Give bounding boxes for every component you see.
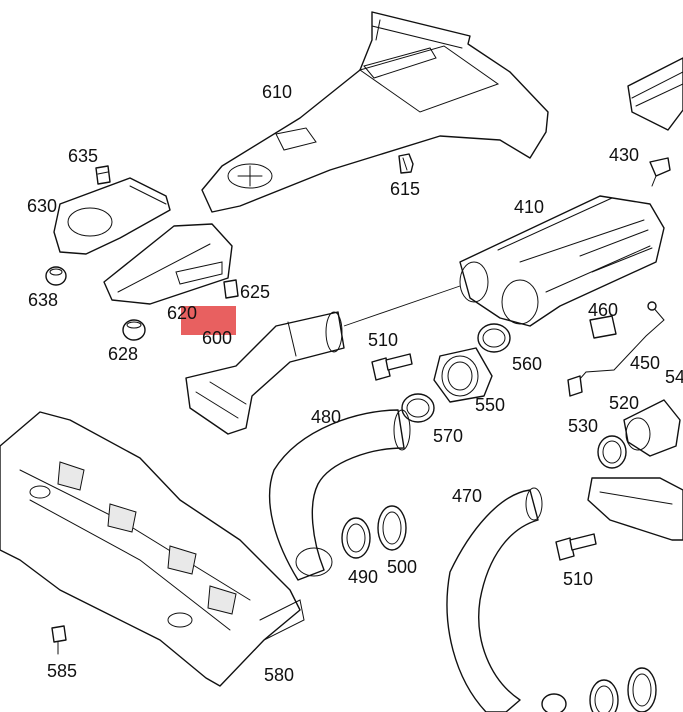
label-610[interactable]: 610 <box>262 82 293 102</box>
connector-520[interactable] <box>623 399 681 457</box>
label-625[interactable]: 625 <box>240 282 271 302</box>
label-570[interactable]: 570 <box>433 426 464 446</box>
label-490[interactable]: 490 <box>348 567 379 587</box>
clip-615[interactable] <box>398 153 414 174</box>
hose-clamp-490[interactable] <box>341 517 371 559</box>
hose-clamp-530[interactable] <box>597 435 627 469</box>
grommet-625[interactable] <box>223 279 239 299</box>
clip-585[interactable] <box>51 625 67 655</box>
hose-clamps-bottom[interactable] <box>541 667 657 712</box>
sensor-460[interactable] <box>589 315 617 339</box>
cover-620[interactable] <box>103 223 233 305</box>
engine-cover-610[interactable] <box>201 11 549 213</box>
leader-line <box>343 285 461 327</box>
hose-clamp-570[interactable] <box>401 393 435 423</box>
label-550[interactable]: 550 <box>475 395 506 415</box>
intake-duct-600[interactable] <box>185 311 345 435</box>
label-510-bottom[interactable]: 510 <box>563 569 594 589</box>
label-470[interactable]: 470 <box>452 486 483 506</box>
hose-clamp-500[interactable] <box>377 505 407 551</box>
label-460[interactable]: 460 <box>588 300 619 320</box>
label-635[interactable]: 635 <box>68 146 99 166</box>
label-628[interactable]: 628 <box>108 344 139 364</box>
connector-550[interactable] <box>433 347 493 403</box>
label-600[interactable]: 600 <box>202 328 233 348</box>
label-560[interactable]: 560 <box>512 354 543 374</box>
underbody-panel-580[interactable] <box>0 411 305 687</box>
grommet-638[interactable] <box>45 266 67 286</box>
label-630[interactable]: 630 <box>27 196 58 216</box>
hose-clamp-560[interactable] <box>477 323 511 353</box>
label-520[interactable]: 520 <box>609 393 640 413</box>
label-510-top[interactable]: 510 <box>368 330 399 350</box>
label-410[interactable]: 410 <box>514 197 545 217</box>
grommet-628[interactable] <box>122 319 146 341</box>
label-530[interactable]: 530 <box>568 416 599 436</box>
label-480[interactable]: 480 <box>311 407 342 427</box>
bracket-630[interactable] <box>53 177 171 255</box>
label-615[interactable]: 615 <box>390 179 421 199</box>
label-430[interactable]: 430 <box>609 145 640 165</box>
duct-right[interactable] <box>587 477 683 541</box>
label-585[interactable]: 585 <box>47 661 78 681</box>
air-filter-element-430[interactable] <box>627 57 683 187</box>
rubber-mount-635[interactable] <box>95 165 111 185</box>
label-500[interactable]: 500 <box>387 557 418 577</box>
label-450[interactable]: 450 <box>630 353 661 373</box>
label-638[interactable]: 638 <box>28 290 59 310</box>
hose-470[interactable] <box>446 487 543 712</box>
label-54[interactable]: 54 <box>665 367 683 387</box>
label-580[interactable]: 580 <box>264 665 295 685</box>
label-620[interactable]: 620 <box>167 303 198 323</box>
cable-450[interactable] <box>567 301 665 397</box>
highlight-620 <box>181 306 236 335</box>
bolt-510-top[interactable] <box>371 353 413 381</box>
bolt-510-bottom[interactable] <box>555 533 597 561</box>
air-filter-housing-410[interactable] <box>459 195 665 327</box>
hose-480[interactable] <box>268 409 411 581</box>
